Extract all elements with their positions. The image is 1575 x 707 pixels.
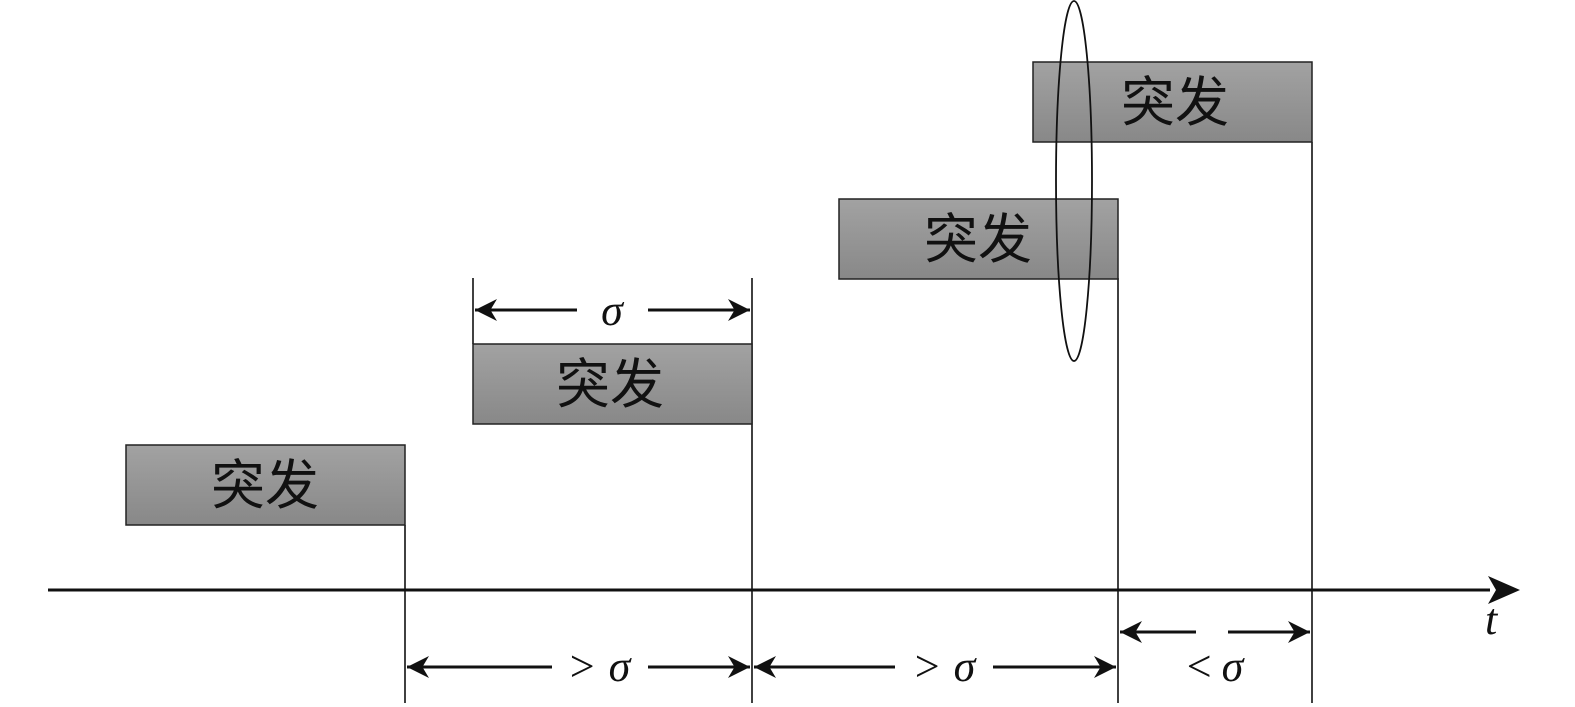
time-axis: t [48,576,1520,644]
gap-1-dimension: >σ [407,642,750,691]
burst-3: 突发 [838,198,1119,280]
burst-4-box [1032,61,1313,143]
burst-3-label: 突发 [924,208,1032,271]
burst-3-box [838,198,1119,280]
gap-3-symbol: σ [1222,642,1246,691]
gap-2-operator: > [915,642,940,691]
gap-3-dimension: <σ [1120,621,1310,691]
gap-2-dimension: >σ [754,642,1116,691]
burst-1-box [125,444,406,526]
burst-1: 突发 [125,444,406,526]
time-axis-arrowhead [1488,576,1520,604]
overlap-ellipse [1055,0,1093,362]
burst-2: 突发 [472,343,753,425]
burst-4: 突发 [1032,61,1313,143]
gap-1-label: >σ [570,642,633,691]
time-axis-label: t [1485,595,1499,644]
burst-width-dimension: σ [475,286,750,335]
gap-3-operator: < [1187,642,1212,691]
gap-2-label: >σ [915,642,978,691]
burst-2-box [472,343,753,425]
gap-1-operator: > [570,642,595,691]
gap-2-symbol: σ [954,642,978,691]
burst-1-label: 突发 [211,454,319,517]
burst-4-label: 突发 [1121,71,1229,134]
gap-3-label: <σ [1187,642,1246,691]
gap-1-symbol: σ [609,642,633,691]
burst-2-label: 突发 [556,353,664,416]
burst-width-label: σ [601,286,625,335]
